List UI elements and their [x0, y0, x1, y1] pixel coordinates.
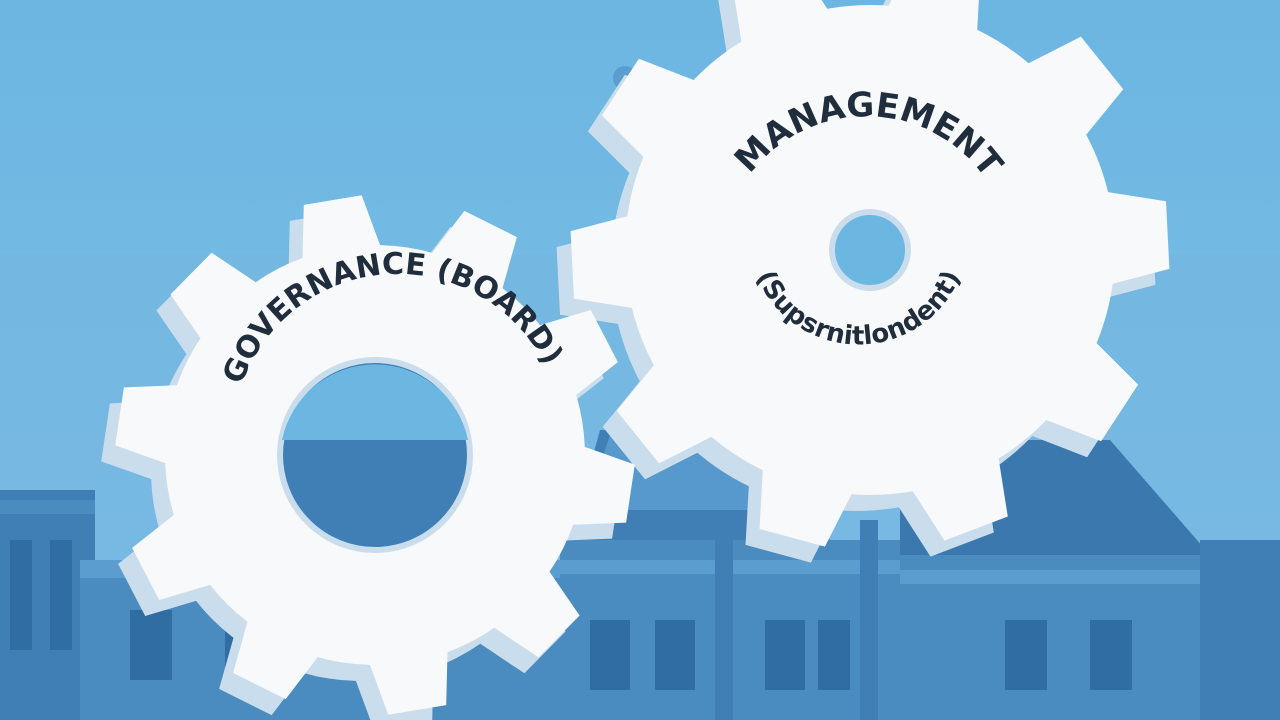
management-gear	[556, 0, 1170, 563]
gears-layer	[101, 0, 1170, 720]
governance-hole-sky	[282, 364, 468, 440]
governance-gear-hole-rim	[277, 357, 473, 553]
management-gear-hole	[832, 212, 908, 288]
management-gear-hole-rim	[829, 209, 911, 291]
